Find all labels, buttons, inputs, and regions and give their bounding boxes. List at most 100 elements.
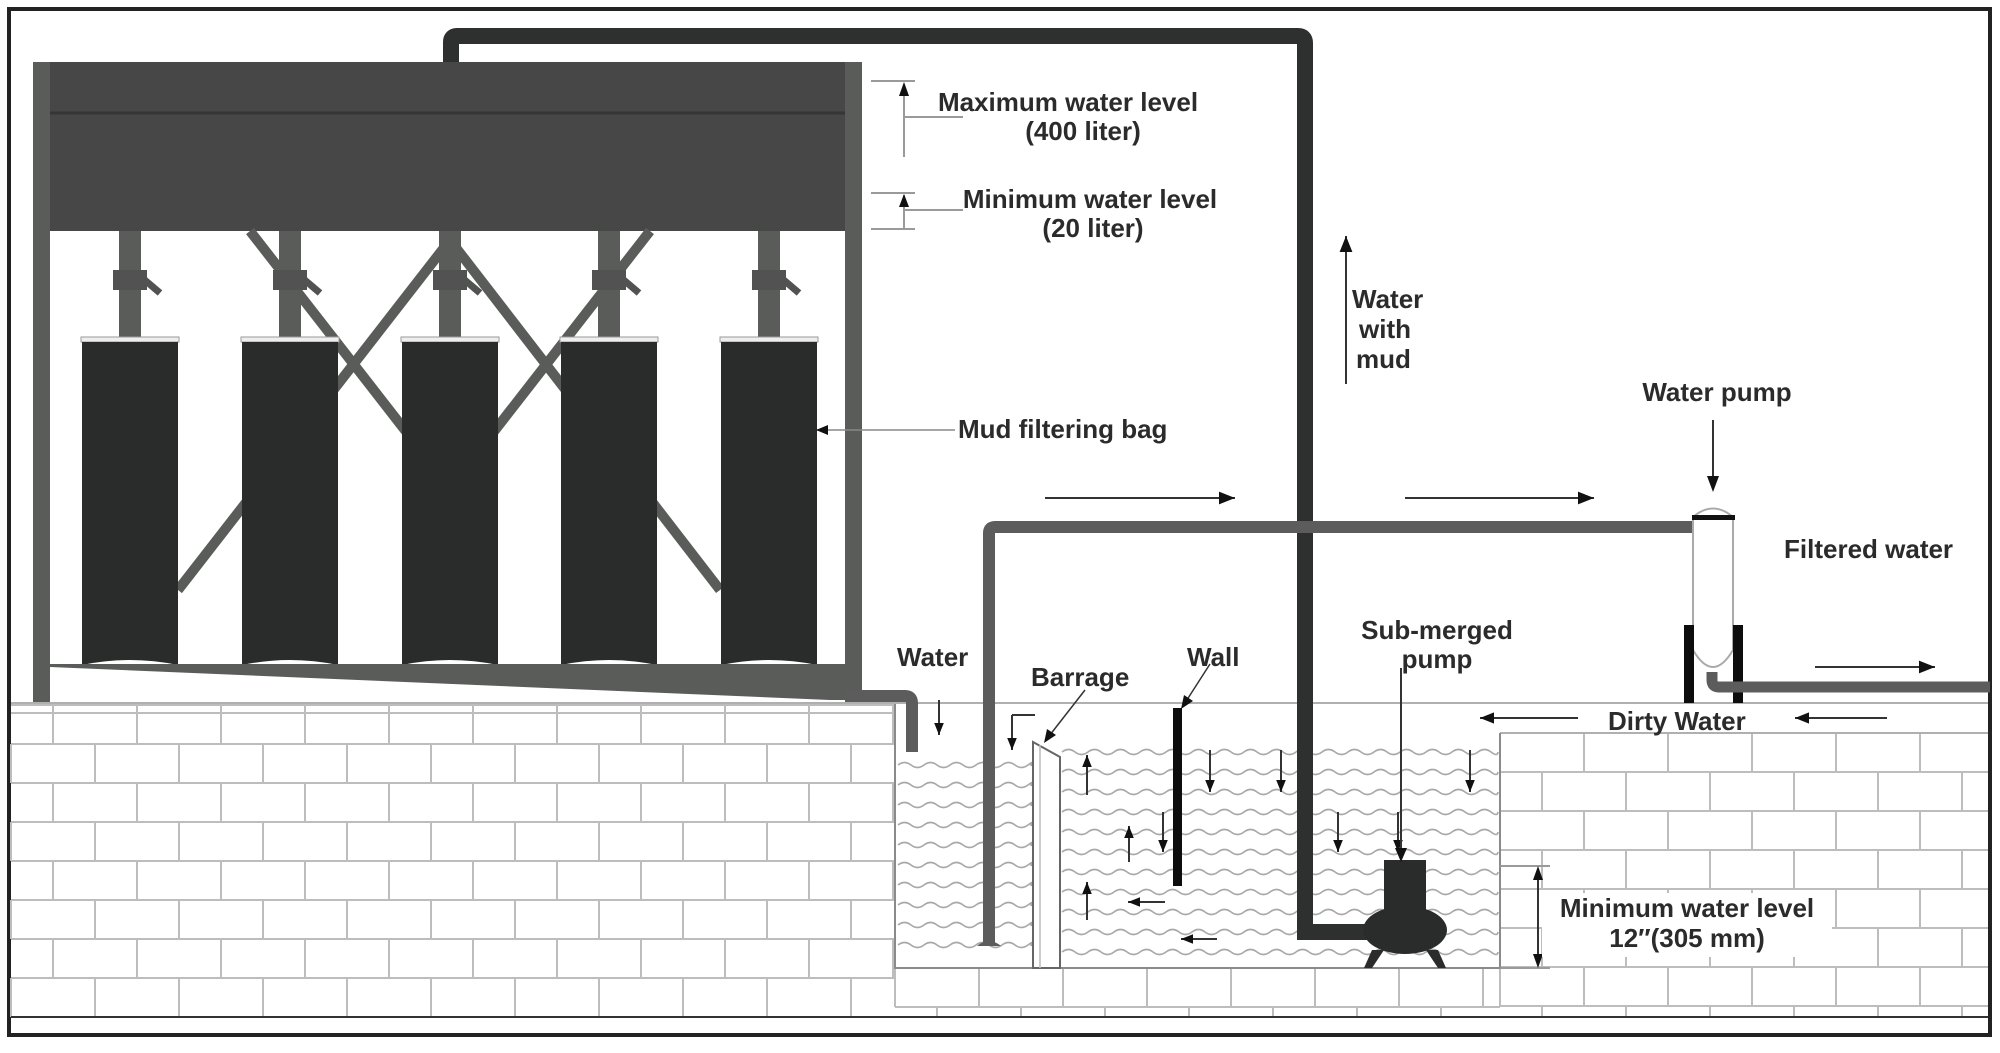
water-waves <box>897 748 1499 956</box>
wave-line <box>1061 948 1499 956</box>
wave-line <box>1061 888 1499 896</box>
dirty-water-label: Dirty Water <box>1608 706 1746 736</box>
arrow-head-icon <box>1158 840 1168 852</box>
water-with-mud-label-3: mud <box>1356 344 1411 374</box>
pool-outline <box>894 704 1501 969</box>
arrow-head-icon <box>1219 491 1235 505</box>
arrow-head-icon <box>1128 897 1140 907</box>
mud-filter-bag <box>721 342 817 665</box>
bag-cap <box>80 336 180 343</box>
barrage <box>1032 740 1061 969</box>
bag-cap <box>240 336 340 343</box>
mud-water-pipe <box>443 28 1380 940</box>
wave-line <box>897 821 1041 829</box>
wave-line <box>1061 908 1499 916</box>
min-level-label-2: (20 liter) <box>1042 213 1143 243</box>
valve-icon <box>592 270 626 290</box>
valve-icon <box>433 270 467 290</box>
filter-bags <box>80 231 819 665</box>
wave-line <box>897 921 1041 929</box>
wave-line <box>1061 768 1499 776</box>
wave-line <box>897 801 1041 809</box>
valve-handle <box>457 273 483 296</box>
wave-line <box>897 781 1041 789</box>
bag-cap <box>719 336 819 343</box>
arrow-head-icon <box>1205 780 1215 792</box>
arrow-head-icon <box>1480 712 1494 724</box>
pool-min-level-label-1: Minimum water level <box>1560 893 1814 923</box>
dirty-water-channel <box>1500 705 1988 732</box>
wave-line <box>1061 808 1499 816</box>
min-level-label-1: Minimum water level <box>963 184 1217 214</box>
frame-post-right <box>845 62 862 702</box>
pool-level-dimension <box>1500 865 1550 969</box>
arrow-head-icon <box>1339 236 1353 252</box>
pool-min-level-label-2: 12″(305 mm) <box>1609 923 1765 953</box>
arrow-head-icon <box>1795 712 1809 724</box>
flow-arrows <box>934 236 1935 944</box>
submerged-pump-label-2: pump <box>1402 644 1473 674</box>
filtered-water-pipe <box>1706 672 1990 693</box>
arrow-head-icon <box>1007 738 1017 750</box>
valve-icon <box>752 270 786 290</box>
wave-line <box>1061 788 1499 796</box>
arrow-head-icon <box>1082 755 1092 767</box>
valve-icon <box>273 270 307 290</box>
suction-foot <box>977 941 1001 946</box>
arrow-head-icon <box>934 723 944 735</box>
arrow-head-icon <box>1919 660 1935 674</box>
mud-filter-bag <box>82 342 178 665</box>
bag-cap <box>400 336 500 343</box>
wave-line <box>1061 848 1499 856</box>
pool-level-label-bg <box>1542 893 1832 957</box>
wave-line <box>897 901 1041 909</box>
barrage-label: Barrage <box>1031 662 1129 692</box>
water-with-mud-label-2: with <box>1358 314 1411 344</box>
submerged-pump-label-1: Sub-merged <box>1361 615 1513 645</box>
wave-line <box>897 761 1041 769</box>
valve-handle <box>776 273 802 296</box>
wall-label: Wall <box>1187 642 1239 672</box>
water-pump-label: Water pump <box>1642 377 1791 407</box>
wave-line <box>1061 868 1499 876</box>
water-with-mud-label-1: Water <box>1352 284 1423 314</box>
arrow-head-icon <box>1181 934 1193 944</box>
wave-line <box>897 881 1041 889</box>
arrow-head-icon <box>1276 780 1286 792</box>
valve-icon <box>113 270 147 290</box>
wave-line <box>1061 748 1499 756</box>
arrow-head-icon <box>1082 882 1092 894</box>
wall <box>1173 708 1182 886</box>
tank-dimension-lines <box>871 80 963 230</box>
water-label: Water <box>897 642 968 672</box>
valve-handle <box>297 273 323 296</box>
wave-line <box>897 861 1041 869</box>
frame-post-left <box>33 62 50 702</box>
leader-lines <box>816 420 1719 862</box>
filtered-water-label: Filtered water <box>1784 534 1953 564</box>
mud-filtering-bag-label: Mud filtering bag <box>958 414 1167 444</box>
arrow-head-icon <box>1465 780 1475 792</box>
water-pump <box>1684 507 1743 703</box>
wave-line <box>1061 828 1499 836</box>
valve-handle <box>137 273 163 296</box>
valve-handle <box>616 273 642 296</box>
filter-tank <box>50 62 845 231</box>
max-level-label-1: Maximum water level <box>938 87 1198 117</box>
tray-outlet-pipe <box>845 690 918 752</box>
mud-filter-bag <box>242 342 338 665</box>
arrow-head-icon <box>1124 826 1134 838</box>
max-level-label-2: (400 liter) <box>1025 116 1141 146</box>
mud-filter-bag <box>402 342 498 665</box>
bag-cap <box>559 336 659 343</box>
collector-tray <box>50 664 845 700</box>
submerged-pump <box>1363 860 1447 968</box>
wave-line <box>897 941 1041 949</box>
arrow-head-icon <box>1333 840 1343 852</box>
suction-pipe <box>983 521 1700 945</box>
wave-line <box>897 841 1041 849</box>
arrow-head-icon <box>1578 491 1594 505</box>
mud-filter-bag <box>561 342 657 665</box>
